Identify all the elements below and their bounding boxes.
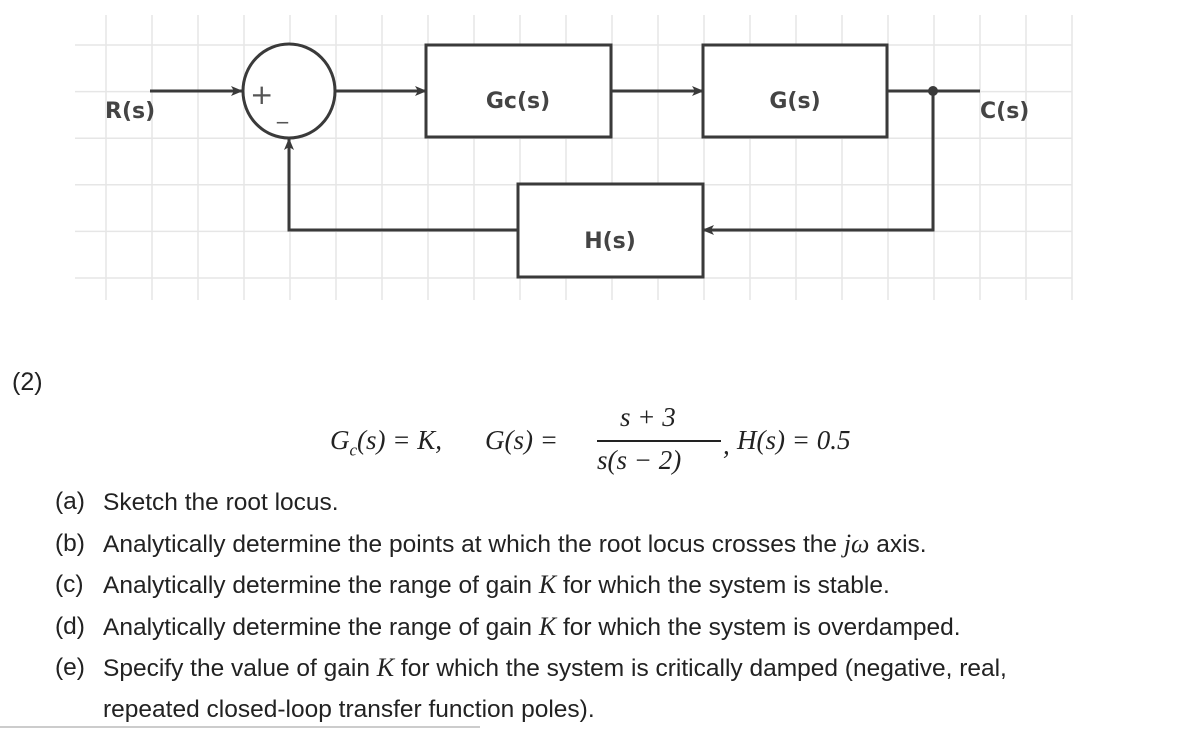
g-numerator: s + 3 [620, 402, 676, 432]
input-label: R(s) [105, 99, 155, 124]
part-text: Analytically determine the range of gain… [103, 611, 961, 641]
pickoff-point [928, 86, 938, 96]
part-label: (d) [55, 612, 85, 640]
fraction-bar [597, 440, 721, 442]
plant-block [701, 43, 889, 139]
part-variable: jω [843, 528, 870, 558]
question-part-d: (d) Analytically determine the range of g… [55, 607, 1007, 649]
page-divider [0, 726, 480, 728]
part-variable: K [538, 570, 557, 599]
part-variable: K [376, 653, 395, 682]
question-number: (2) [12, 368, 43, 396]
feedback-return-line [284, 138, 518, 232]
part-label: (c) [55, 571, 84, 598]
part-label: (b) [55, 529, 85, 557]
question-part-b: (b) Analytically determine the points at … [55, 524, 1007, 566]
feedback-label: H(s) [584, 229, 636, 254]
sum-minus-sign: _ [276, 99, 289, 124]
question-parts-list: (a) Sketch the root locus. (b) Analytically… [55, 482, 1007, 730]
equation-comma: , [723, 430, 730, 460]
g-label: G(s) = [485, 425, 558, 455]
part-text: Analytically determine the points at whi… [103, 528, 927, 558]
g-denominator: s(s − 2) [597, 445, 682, 475]
block-diagram: R(s) C(s) + _ Gc(s) G(s) H(s) [75, 15, 1073, 300]
feedback-block [516, 182, 705, 279]
output-label: C(s) [980, 99, 1029, 124]
part-text: Specify the value of gain K for which th… [103, 653, 1007, 682]
h-definition: H(s) = 0.5 [737, 425, 851, 455]
part-label: (e) [55, 654, 85, 681]
controller-label: Gc(s) [486, 89, 550, 114]
feedback-path-line [702, 91, 935, 235]
part-text: Analytically determine the range of gain… [103, 570, 890, 599]
part-label: (a) [55, 488, 85, 515]
question-part-e: (e) Specify the value of gain K for which… [55, 648, 1007, 690]
question-part-a: (a) Sketch the root locus. [55, 482, 1007, 524]
gc-definition: Gc(s) = K, [330, 425, 443, 460]
part-variable: K [538, 611, 557, 641]
part-text: Sketch the root locus. [103, 489, 339, 516]
plant-label: G(s) [769, 89, 820, 114]
question-part-c: (c) Analytically determine the range of g… [55, 565, 1007, 607]
sum-plus-sign: + [250, 78, 273, 111]
question-part-e-continuation: repeated closed-loop transfer function p… [103, 695, 595, 723]
